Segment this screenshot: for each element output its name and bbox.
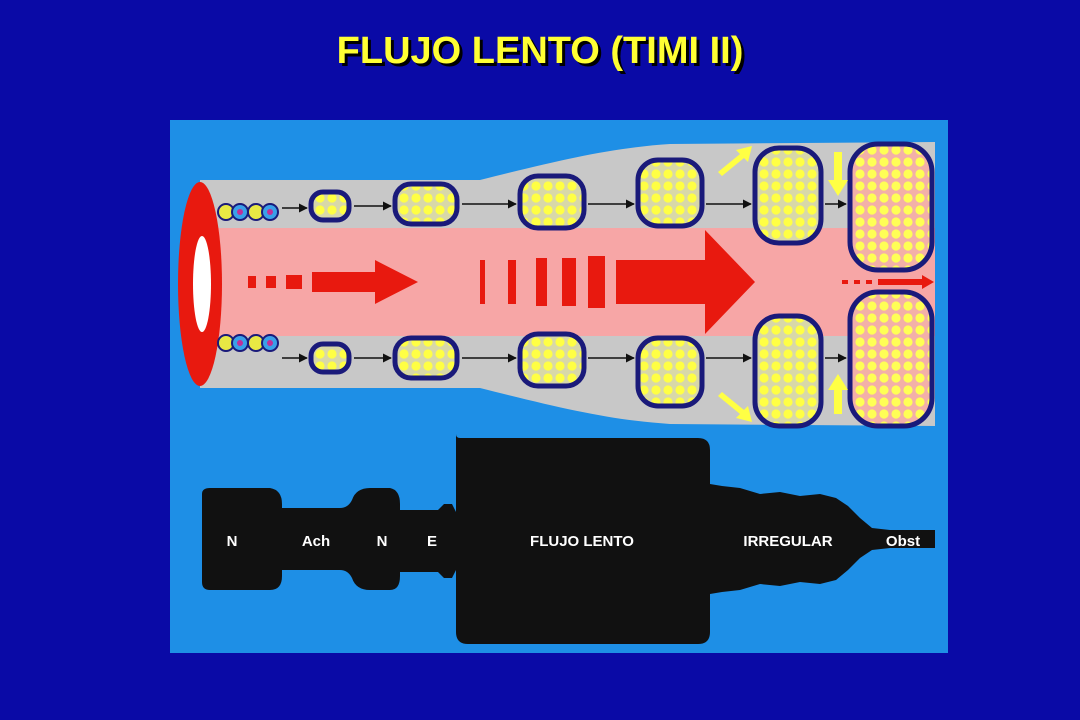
flow-grade-silhouette	[202, 434, 935, 644]
segment-label-obst: Obst	[886, 533, 920, 550]
compression-arrows	[718, 146, 848, 422]
entrance-cells-top	[217, 203, 279, 221]
segment-labels: N Ach N E FLUJO LENTO IRREGULAR Obst	[227, 533, 921, 550]
segment-label-ach: Ach	[302, 533, 330, 550]
slow-flow-arrows	[248, 230, 934, 334]
slide-title: FLUJO LENTO (TIMI II)	[336, 30, 744, 72]
cell-connector-arrows	[282, 199, 847, 363]
cells-bottom-row	[308, 289, 935, 429]
vessel-entrance-lumen	[193, 236, 211, 332]
segment-label-irregular: IRREGULAR	[743, 533, 832, 550]
segment-label-e: E	[427, 533, 437, 550]
cells-top-row	[308, 141, 935, 273]
segment-label-flujo-lento: FLUJO LENTO	[530, 533, 634, 550]
segment-label-normal: N	[227, 533, 238, 550]
entrance-cells-bottom	[217, 334, 279, 352]
vessel-flow-diagram: N Ach N E FLUJO LENTO IRREGULAR Obst	[170, 120, 948, 653]
segment-label-normal-2: N	[377, 533, 388, 550]
